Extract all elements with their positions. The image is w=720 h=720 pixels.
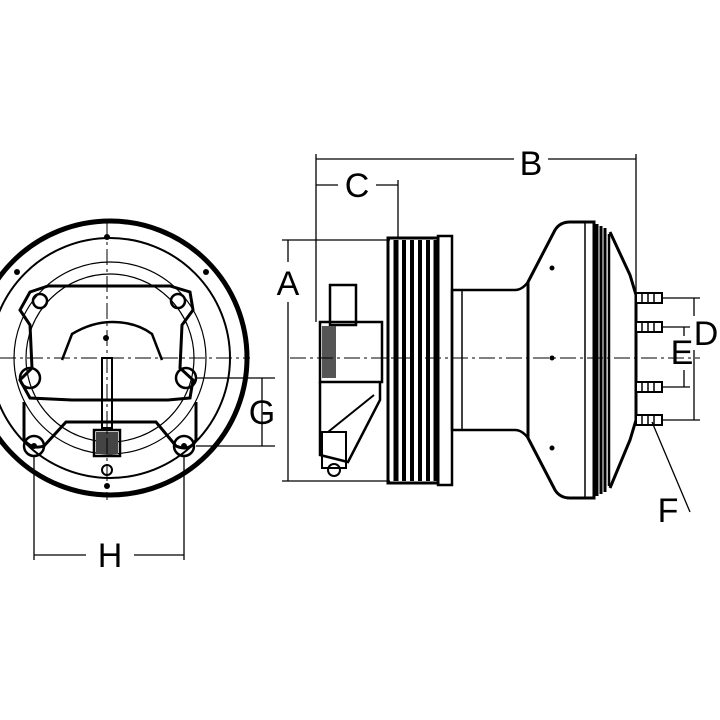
bracket-arch [60,320,164,361]
label-d: D [694,315,719,353]
label-f: F [658,492,679,530]
pulley-grooves [393,240,437,481]
rim-bolt-left [14,269,20,275]
bracket-hole [169,292,187,310]
mount-hole-center [31,443,37,449]
solenoid-cap [328,283,358,327]
dimension-labels: A B C D E F G H [98,145,719,575]
clutch-dot [549,355,555,361]
rim-bolt-right [203,269,209,275]
cooling-fins [595,224,611,496]
f-leader-line [651,421,691,513]
clutch-dot [549,265,555,271]
bracket-hole [18,366,42,390]
solenoid-shade [322,326,336,378]
pulley-flange [436,234,454,487]
hub-neck [450,278,530,442]
label-a: A [277,265,300,303]
solenoid-link [327,394,375,433]
bracket-hole [31,292,49,310]
front-view [0,218,275,560]
solenoid-nut [327,463,341,477]
solenoid-body [318,320,384,384]
label-b: B [520,145,543,183]
clutch-body [526,220,596,500]
mount-hole-center [181,443,187,449]
label-g: G [249,394,275,432]
solenoid-lower [321,431,347,469]
label-h: H [98,537,123,575]
clutch-face [608,231,638,489]
clutch-dot [549,445,555,451]
label-e: E [671,334,694,372]
solenoid-bracket [318,382,382,464]
actuator-block [92,428,122,458]
side-view [282,154,700,513]
center-dot [103,335,109,341]
mounting-studs [635,292,663,426]
label-c: C [345,167,370,205]
mounting-bracket [18,284,195,402]
